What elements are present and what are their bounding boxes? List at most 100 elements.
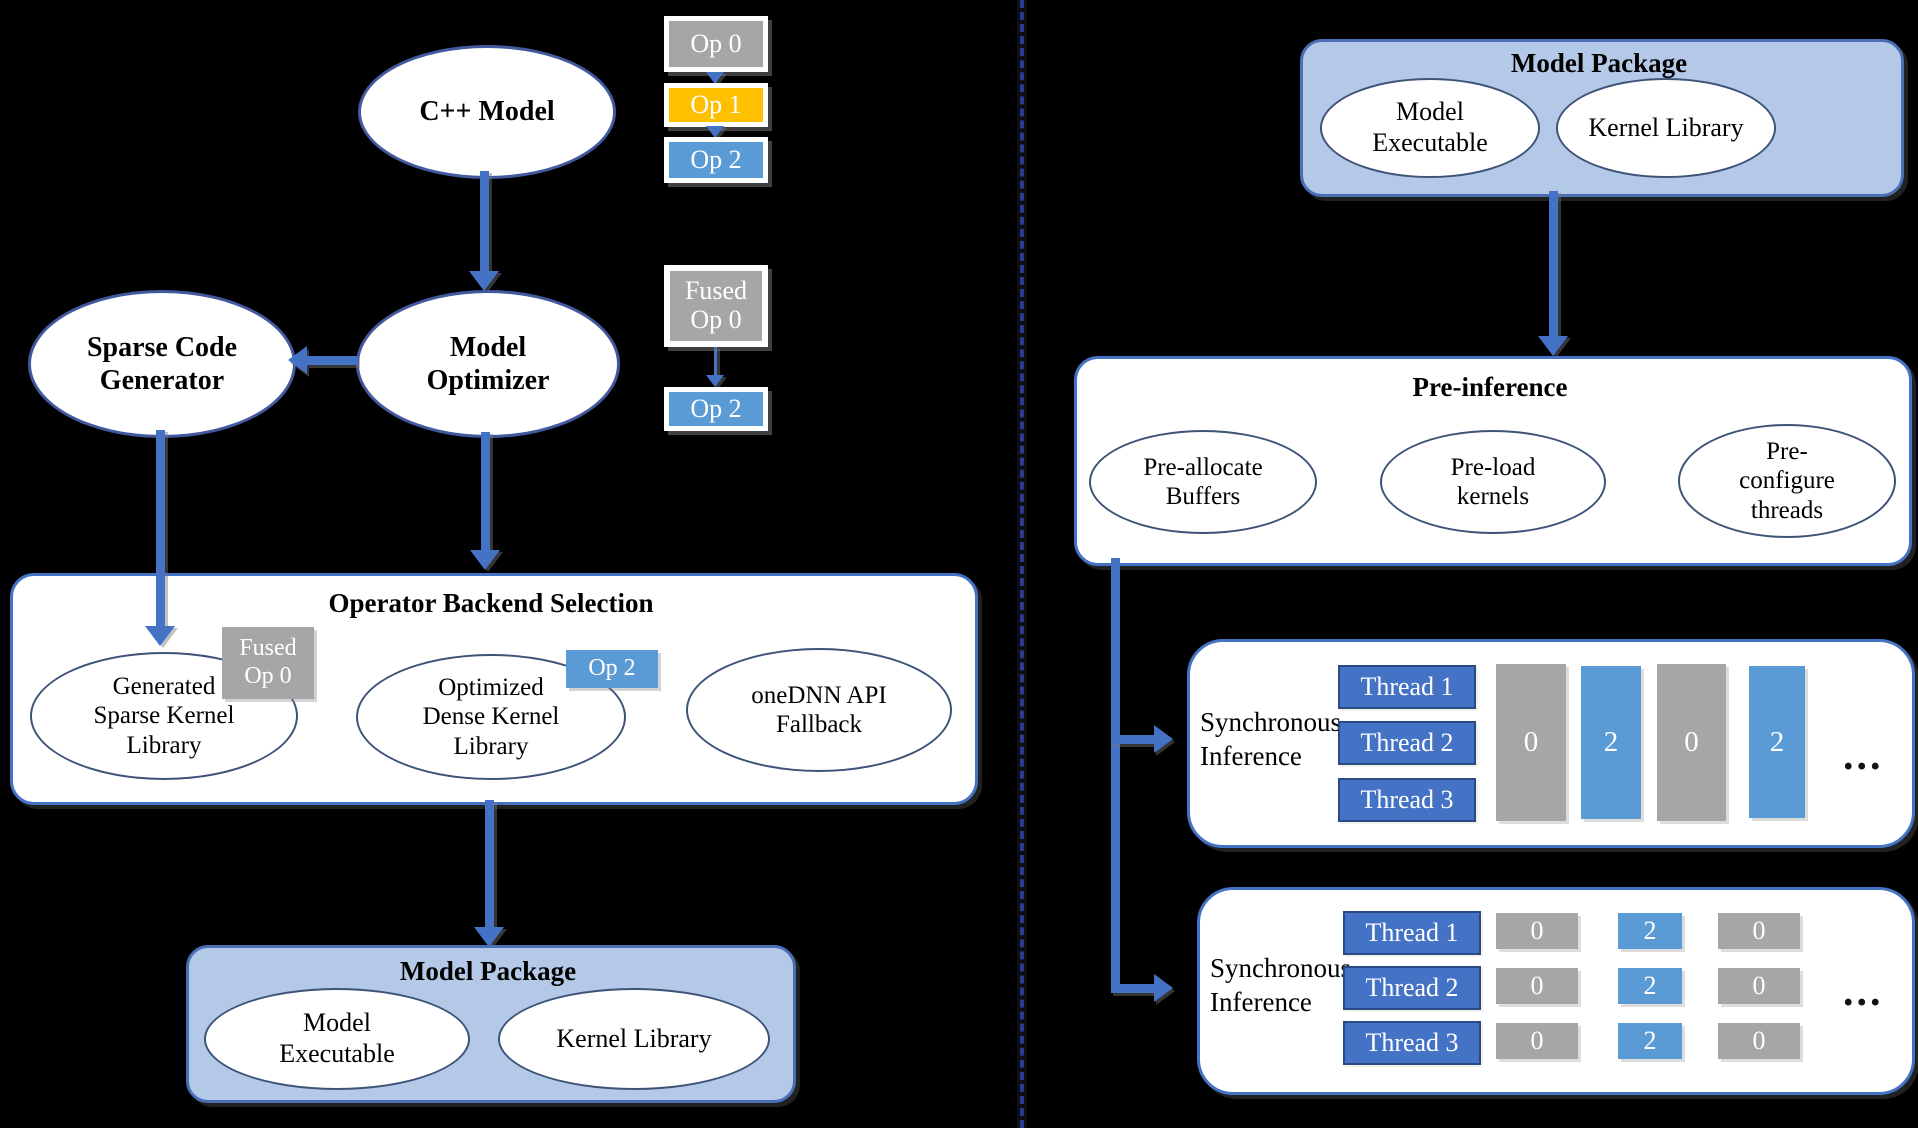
thread-2-label: Thread 2: [1360, 728, 1454, 757]
section-divider: [1017, 0, 1027, 1128]
queue-cell-value: 2: [1643, 971, 1657, 1000]
thread-1-label: Thread 1: [1365, 918, 1459, 947]
arrow-shaft: [1111, 734, 1154, 744]
arrow-head: [470, 550, 500, 570]
sparse-code-generator-label: Sparse Code Generator: [86, 331, 238, 396]
divider-dashed-line: [1020, 0, 1024, 1128]
model-package-title-left: Model Package: [399, 956, 577, 986]
sync2-row2-cell2: 2: [1618, 968, 1682, 1004]
kernel-library-ellipse-left: Kernel Library: [498, 988, 770, 1090]
sync2-row3-cell3: 0: [1718, 1023, 1800, 1059]
op0-box: Op 0: [664, 16, 768, 72]
queue-bar-value: 0: [1684, 726, 1699, 758]
kernel-library-label-left: Kernel Library: [556, 1023, 712, 1053]
arrow-shaft: [479, 171, 489, 271]
pre-inference-title: Pre-inference: [1412, 372, 1568, 402]
op2-label: Op 2: [690, 144, 742, 174]
sparse-code-generator-ellipse: Sparse Code Generator: [28, 290, 296, 438]
generated-sparse-kernel-library-ellipse: Generated Sparse Kernel Library: [30, 652, 298, 780]
sync2-row3-cell2: 2: [1618, 1023, 1682, 1059]
arrow-cppmodel-to-optimizer: [468, 171, 500, 291]
arrow-optimizer-to-backend: [469, 432, 501, 570]
kernel-library-label-right: Kernel Library: [1588, 112, 1744, 142]
arrow-shaft: [307, 355, 358, 365]
queue-bar-value: 0: [1523, 726, 1539, 758]
model-executable-ellipse-left: Model Executable: [204, 988, 470, 1090]
sync2-row2-cell3: 0: [1718, 968, 1800, 1004]
arrow-op0-to-op1: [705, 72, 725, 84]
fused-op0-box: Fused Op 0: [664, 265, 768, 347]
model-executable-label-right: Model Executable: [1372, 97, 1488, 157]
onednn-api-fallback-ellipse: oneDNN API Fallback: [686, 648, 952, 772]
queue-cell-value: 0: [1752, 1026, 1766, 1055]
arrow-head: [1538, 336, 1568, 356]
op2-badge-label: Op 2: [588, 655, 636, 682]
arrow-shaft: [484, 800, 494, 927]
arrow-shaft: [1111, 983, 1154, 993]
arrow-branch-to-sync1: [1111, 725, 1173, 753]
sync1-queue-bar-4: 2: [1749, 666, 1805, 818]
op0-label: Op 0: [690, 28, 742, 58]
arrow-optimizer-to-sparsegen: [288, 346, 358, 374]
sync2-row1-cell2: 2: [1618, 913, 1682, 949]
fused-chain-op2-label: Op 2: [690, 393, 742, 423]
queue-cell-value: 0: [1530, 916, 1544, 945]
arrow-package-to-preinference: [1537, 191, 1569, 356]
op2-box: Op 2: [664, 137, 768, 183]
arrow-sparsegen-to-sparselib: [144, 430, 176, 646]
sync1-queue-bar-3: 0: [1657, 664, 1726, 821]
arrow-head: [706, 72, 724, 84]
sync2-row2-cell1: 0: [1496, 968, 1578, 1004]
kernel-library-ellipse-right: Kernel Library: [1556, 78, 1776, 178]
queue-cell-value: 0: [1530, 1026, 1544, 1055]
op2-badge: Op 2: [566, 650, 658, 688]
sync2-thread-2-button: Thread 2: [1343, 966, 1481, 1010]
fused-op0-label: Fused Op 0: [684, 276, 748, 334]
arrow-shaft: [713, 347, 717, 375]
cpp-model-ellipse: C++ Model: [358, 45, 616, 179]
queue-cell-value: 2: [1643, 1026, 1657, 1055]
generated-sparse-kernel-library-label: Generated Sparse Kernel Library: [93, 672, 235, 759]
preconfigure-threads-ellipse: Pre- configure threads: [1678, 424, 1896, 538]
sync2-thread-3-button: Thread 3: [1343, 1021, 1481, 1065]
arrow-head: [145, 626, 175, 646]
cpp-model-label: C++ Model: [419, 96, 555, 128]
fused-chain-op2-box: Op 2: [664, 387, 768, 431]
sync-inference-2-label: Synchronous Inference: [1210, 953, 1351, 1017]
fused-op0-badge-label: Fused Op 0: [239, 635, 297, 689]
arrow-head: [474, 927, 504, 947]
arrow-head: [1154, 974, 1173, 1002]
arrow-head: [1154, 725, 1173, 753]
sync2-row1-cell1: 0: [1496, 913, 1578, 949]
queue-bar-value: 2: [1769, 725, 1785, 758]
arrow-head: [706, 375, 724, 387]
model-executable-label-left: Model Executable: [279, 1008, 395, 1068]
preallocate-buffers-label: Pre-allocate Buffers: [1143, 453, 1263, 511]
optimized-dense-kernel-library-label: Optimized Dense Kernel Library: [422, 673, 560, 760]
preconfigure-threads-label: Pre- configure threads: [1739, 437, 1835, 524]
optimized-dense-kernel-library-ellipse: Optimized Dense Kernel Library: [356, 654, 626, 780]
sync2-row3-cell1: 0: [1496, 1023, 1578, 1059]
arrow-head: [706, 126, 724, 138]
model-optimizer-label: Model Optimizer: [426, 331, 550, 396]
arrow-shaft: [480, 432, 490, 550]
arrow-shaft: [1548, 191, 1558, 336]
sync2-row1-cell3: 0: [1718, 913, 1800, 949]
sync2-thread-1-button: Thread 1: [1343, 911, 1481, 955]
sync1-queue-bar-1: 0: [1496, 664, 1566, 821]
model-package-title-right: Model Package: [1510, 48, 1688, 78]
arrow-head: [469, 271, 499, 291]
sync1-thread-3-button: Thread 3: [1338, 778, 1476, 822]
op1-box: Op 1: [664, 83, 768, 127]
arrow-backend-to-package: [473, 800, 505, 947]
arrow-branch-to-sync2: [1111, 974, 1173, 1002]
arrow-shaft: [155, 430, 165, 626]
queue-bar-value: 2: [1603, 726, 1619, 758]
preload-kernels-ellipse: Pre-load kernels: [1380, 430, 1606, 534]
onednn-api-fallback-label: oneDNN API Fallback: [751, 681, 887, 739]
queue-cell-value: 2: [1643, 916, 1657, 945]
queue-cell-value: 0: [1752, 971, 1766, 1000]
arrow-head: [288, 346, 307, 374]
arrow-op1-to-op2: [705, 126, 725, 138]
